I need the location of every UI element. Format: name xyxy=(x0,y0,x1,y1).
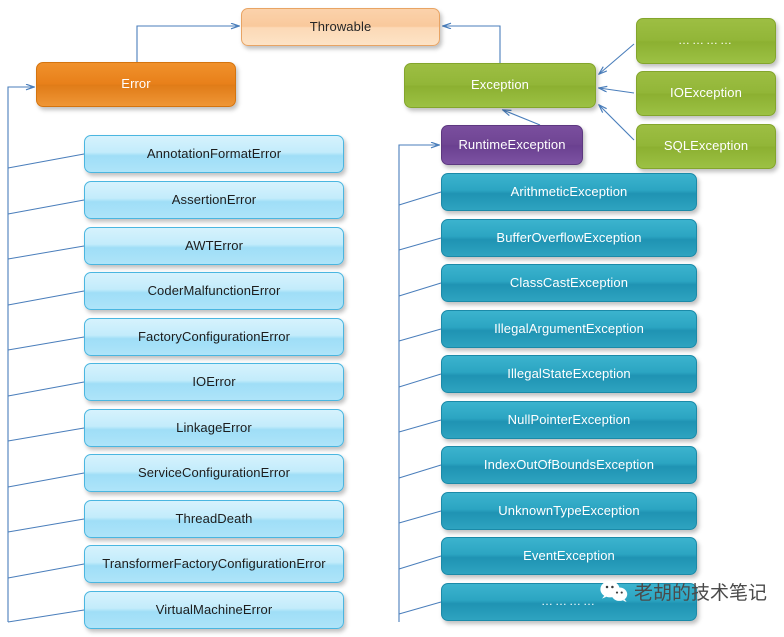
edge-sqlexception-to-exception xyxy=(599,105,635,141)
node-runtime-leaf[interactable]: BufferOverflowException xyxy=(441,219,697,257)
node-error-leaf-label: ThreadDeath xyxy=(175,510,253,526)
node-exception[interactable]: Exception xyxy=(404,63,596,108)
node-runtime-leaf[interactable]: IllegalArgumentException xyxy=(441,310,697,348)
node-runtime-leaf-label: UnknownTypeException xyxy=(498,502,640,518)
node-runtime-leaf-label: BufferOverflowException xyxy=(496,229,642,245)
node-runtime-leaf-label: ………… xyxy=(541,594,597,609)
node-error-leaf-label: AWTError xyxy=(184,237,244,253)
node-runtime-leaf-label: NullPointerException xyxy=(507,411,631,427)
node-error-leaf-label: AnnotationFormatError xyxy=(146,145,282,161)
node-error-leaf[interactable]: AnnotationFormatError xyxy=(84,135,344,173)
node-throwable[interactable]: Throwable xyxy=(241,8,440,46)
node-error-leaf[interactable]: FactoryConfigurationError xyxy=(84,318,344,356)
node-exception-leaf-sqlexception-label: SQLException xyxy=(663,138,749,154)
node-error-leaf[interactable]: AWTError xyxy=(84,227,344,265)
node-error-leaf-label: LinkageError xyxy=(176,419,252,435)
node-error-leaf-label: AssertionError xyxy=(171,191,257,207)
node-error-leaf-label: VirtualMachineError xyxy=(155,601,273,617)
node-exception-leaf-ioexception[interactable]: IOException xyxy=(636,71,776,116)
node-error-label: Error xyxy=(121,76,151,92)
node-error-leaf[interactable]: CoderMalfunctionError xyxy=(84,272,344,310)
node-runtime-leaf[interactable]: IndexOutOfBoundsException xyxy=(441,446,697,484)
node-error-leaf-label: ServiceConfigurationError xyxy=(137,464,291,480)
node-error-leaf[interactable]: ServiceConfigurationError xyxy=(84,454,344,492)
edge-runtimeexception-to-exception xyxy=(503,110,541,126)
node-runtimeexception[interactable]: RuntimeException xyxy=(441,125,583,165)
node-exception-leaf-ellipsis[interactable]: ………… xyxy=(636,18,776,64)
edge-ellipsis-to-exception xyxy=(599,43,635,74)
node-error-leaf[interactable]: TransformerFactoryConfigurationError xyxy=(84,545,344,583)
node-runtime-leaf-label: IllegalStateException xyxy=(507,365,631,381)
edge-runtime-trunk xyxy=(398,145,439,622)
edge-error-trunk xyxy=(7,87,34,622)
node-runtime-leaf[interactable]: ………… xyxy=(441,583,697,621)
node-error-leaf[interactable]: ThreadDeath xyxy=(84,500,344,538)
node-runtime-leaf[interactable]: IllegalStateException xyxy=(441,355,697,393)
node-error-leaf-label: IOError xyxy=(192,373,236,389)
node-error-leaf-label: FactoryConfigurationError xyxy=(137,328,291,344)
node-error-leaf[interactable]: AssertionError xyxy=(84,181,344,219)
edge-error-to-throwable xyxy=(136,26,239,62)
node-runtime-leaf[interactable]: EventException xyxy=(441,537,697,575)
node-runtimeexception-label: RuntimeException xyxy=(458,136,566,152)
node-exception-leaf-ellipsis-label: ………… xyxy=(678,33,734,48)
node-runtime-leaf[interactable]: UnknownTypeException xyxy=(441,492,697,530)
edge-exception-to-throwable xyxy=(443,26,501,63)
node-runtime-leaf[interactable]: ArithmeticException xyxy=(441,173,697,211)
node-runtime-leaf[interactable]: ClassCastException xyxy=(441,264,697,302)
node-error-leaf[interactable]: LinkageError xyxy=(84,409,344,447)
node-exception-leaf-ioexception-label: IOException xyxy=(670,85,742,101)
node-runtime-leaf[interactable]: NullPointerException xyxy=(441,401,697,439)
node-throwable-label: Throwable xyxy=(309,18,372,34)
node-exception-leaf-sqlexception[interactable]: SQLException xyxy=(636,124,776,169)
node-error[interactable]: Error xyxy=(36,62,236,107)
node-runtime-leaf-label: IllegalArgumentException xyxy=(494,320,644,336)
node-runtime-leaf-label: ArithmeticException xyxy=(510,183,628,199)
edge-ioexception-to-exception xyxy=(599,88,635,94)
node-error-leaf-label: TransformerFactoryConfigurationError xyxy=(102,555,326,571)
node-error-leaf-label: CoderMalfunctionError xyxy=(147,282,281,298)
node-runtime-leaf-label: EventException xyxy=(523,547,615,563)
runtime-leaf-connectors xyxy=(398,191,442,615)
node-runtime-leaf-label: IndexOutOfBoundsException xyxy=(483,456,655,472)
node-error-leaf[interactable]: IOError xyxy=(84,363,344,401)
node-error-leaf[interactable]: VirtualMachineError xyxy=(84,591,344,629)
error-leaf-connectors xyxy=(7,153,85,623)
node-runtime-leaf-label: ClassCastException xyxy=(509,274,629,290)
node-exception-label: Exception xyxy=(471,77,529,93)
